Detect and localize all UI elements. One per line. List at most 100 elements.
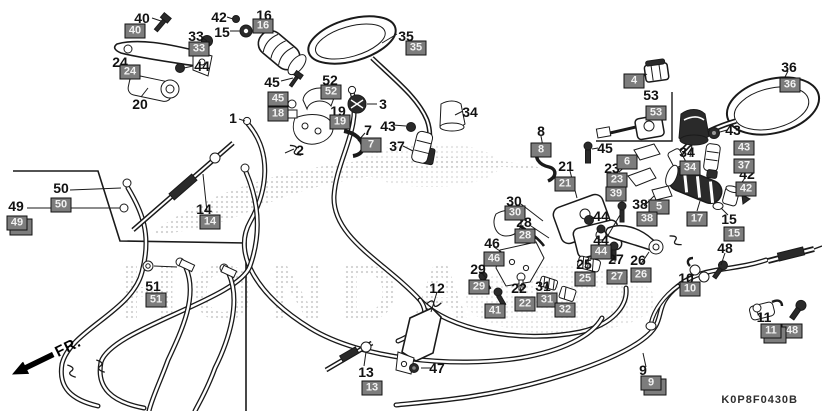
inset-border-left xyxy=(13,170,247,411)
part-number-15: 15 xyxy=(721,211,737,227)
part-ref-box-10[interactable]: 10 xyxy=(679,281,701,297)
part-ref-box-28[interactable]: 28 xyxy=(514,228,536,244)
part-ref-box-8[interactable]: 8 xyxy=(530,142,552,158)
part-ref-box-18[interactable]: 18 xyxy=(267,106,289,122)
part-ref-box-37[interactable]: 37 xyxy=(733,158,755,174)
part-number-36: 36 xyxy=(781,59,797,75)
part-number-43: 43 xyxy=(380,118,396,134)
part-ref-box-29[interactable]: 29 xyxy=(468,279,490,295)
part-number-1: 1 xyxy=(229,110,237,126)
bolt-40-icon xyxy=(153,11,172,33)
part-ref-box-19[interactable]: 19 xyxy=(329,114,351,130)
part-ref-box-24[interactable]: 24 xyxy=(119,64,141,80)
part-ref-box-41[interactable]: 41 xyxy=(484,303,506,319)
part-ref-box-36[interactable]: 36 xyxy=(779,77,801,93)
mirror-stay-12 xyxy=(395,307,442,375)
part-ref-box-42[interactable]: 42 xyxy=(735,181,757,197)
part-number-20: 20 xyxy=(132,96,148,112)
diagram-code: K0P8F0430B xyxy=(721,394,798,406)
part-ref-box-49[interactable]: 49 xyxy=(6,215,28,231)
part-ref-box-35[interactable]: 35 xyxy=(405,40,427,56)
part-ref-box-21[interactable]: 21 xyxy=(554,176,576,192)
part-number-9: 9 xyxy=(639,362,647,378)
part-ref-box-34[interactable]: 34 xyxy=(679,160,701,176)
part-number-50: 50 xyxy=(53,180,69,196)
part-ref-box-40[interactable]: 40 xyxy=(124,23,146,39)
part-number-29: 29 xyxy=(470,261,486,277)
part-ref-box-22[interactable]: 22 xyxy=(514,296,536,312)
part-number-8: 8 xyxy=(537,123,545,139)
part-number-47: 47 xyxy=(429,360,445,376)
part-number-33: 33 xyxy=(188,28,204,44)
part-number-23: 23 xyxy=(604,160,620,176)
part-number-37: 37 xyxy=(389,138,405,154)
part-ref-box-33[interactable]: 33 xyxy=(188,41,210,57)
part-ref-box-27[interactable]: 27 xyxy=(606,269,628,285)
connector-4 xyxy=(643,58,670,83)
part-ref-box-52[interactable]: 52 xyxy=(320,84,342,100)
part-number-52: 52 xyxy=(322,72,338,88)
part-ref-box-26[interactable]: 26 xyxy=(630,267,652,283)
part-ref-box-25[interactable]: 25 xyxy=(574,271,596,287)
part-ref-box-23[interactable]: 23 xyxy=(606,172,628,188)
part-ref-box-30[interactable]: 30 xyxy=(504,205,526,221)
part-ref-box-39[interactable]: 39 xyxy=(605,186,627,202)
part-number-27: 27 xyxy=(608,251,624,267)
part-ref-box-43[interactable]: 43 xyxy=(733,140,755,156)
part-number-22: 22 xyxy=(511,280,527,296)
part-number-38: 38 xyxy=(632,196,648,212)
part-number-48: 48 xyxy=(717,240,733,256)
cables xyxy=(58,85,822,411)
part-ref-box-48[interactable]: 48 xyxy=(781,323,803,339)
part-number-51: 51 xyxy=(145,278,161,294)
part-ref-box-38[interactable]: 38 xyxy=(636,211,658,227)
part-number-11: 11 xyxy=(756,309,772,325)
part-number-43: 43 xyxy=(725,122,741,138)
part-ref-box-6[interactable]: 6 xyxy=(616,154,638,170)
part-number-34: 34 xyxy=(462,104,478,120)
bolt-51 xyxy=(142,260,178,272)
part-ref-box-32[interactable]: 32 xyxy=(554,302,576,318)
part-number-46: 46 xyxy=(484,235,500,251)
part-ref-box-17[interactable]: 17 xyxy=(686,211,708,227)
switch-housing-21 xyxy=(552,141,673,259)
part-number-53: 53 xyxy=(643,87,659,103)
part-ref-box-14[interactable]: 14 xyxy=(199,214,221,230)
part-number-49: 49 xyxy=(8,198,24,214)
part-ref-box-5[interactable]: 5 xyxy=(648,199,670,215)
part-number-3: 3 xyxy=(379,96,387,112)
part-number-26: 26 xyxy=(630,252,646,268)
part-number-31: 31 xyxy=(535,278,551,294)
cable-adjuster-13 xyxy=(324,340,374,373)
part-number-15: 15 xyxy=(214,24,230,40)
part-ref-box-16[interactable]: 16 xyxy=(252,18,274,34)
honda-watermark: HONDA xyxy=(120,143,655,337)
part-ref-box-9[interactable]: 9 xyxy=(640,375,662,391)
part-ref-box-53[interactable]: 53 xyxy=(645,105,667,121)
part-ref-box-11[interactable]: 11 xyxy=(760,323,782,339)
part-number-12: 12 xyxy=(429,280,445,296)
part-ref-box-44[interactable]: 44 xyxy=(590,244,612,260)
part-number-40: 40 xyxy=(134,10,150,26)
part-ref-box-15[interactable]: 15 xyxy=(723,226,745,242)
part-ref-box-51[interactable]: 51 xyxy=(145,292,167,308)
part-number-44: 44 xyxy=(593,208,609,224)
part-ref-box-7[interactable]: 7 xyxy=(360,137,382,153)
cable-clamps xyxy=(686,256,807,321)
part-ref-box-50[interactable]: 50 xyxy=(50,197,72,213)
part-ref-box-31[interactable]: 31 xyxy=(536,292,558,308)
leader-lines xyxy=(27,16,789,369)
part-number-44: 44 xyxy=(194,58,210,74)
part-ref-box-4[interactable]: 4 xyxy=(623,73,645,89)
part-ref-box-45[interactable]: 45 xyxy=(267,91,289,107)
part-number-34: 34 xyxy=(679,144,695,160)
part-number-30: 30 xyxy=(506,193,522,209)
stem-hardware-left xyxy=(406,100,466,164)
part-ref-box-46[interactable]: 46 xyxy=(483,251,505,267)
part-number-7: 7 xyxy=(364,122,372,138)
part-number-14: 14 xyxy=(196,201,212,217)
part-number-42: 42 xyxy=(211,9,227,25)
part-ref-box-13[interactable]: 13 xyxy=(361,380,383,396)
part-number-21: 21 xyxy=(558,158,574,174)
